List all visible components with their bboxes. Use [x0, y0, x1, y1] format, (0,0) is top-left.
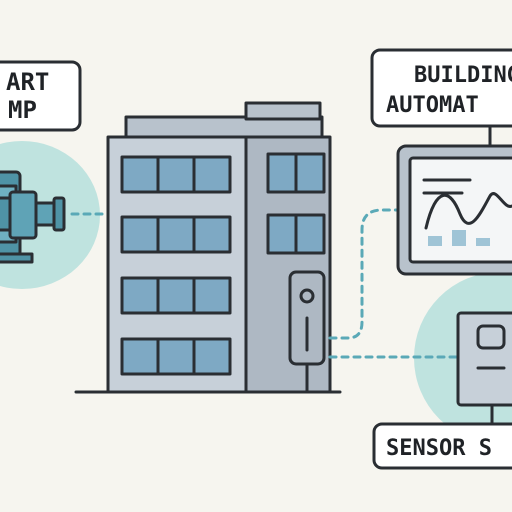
control-panel-icon	[288, 270, 326, 394]
sensor-icon	[456, 311, 512, 426]
building-automation-label: BUILDING AUTOMAT	[370, 48, 512, 150]
smart-pump-label-line2: MP	[8, 96, 37, 124]
monitor-icon	[396, 144, 512, 276]
monitor-connector-line	[328, 208, 400, 340]
smart-pump-label: ART MP	[0, 60, 82, 132]
building-automation-label-line2: AUTOMAT	[386, 93, 479, 118]
pump-icon	[0, 170, 66, 264]
smart-pump-label-line1: ART	[6, 68, 49, 96]
office-building-icon	[74, 101, 342, 394]
building-windows-front	[120, 155, 232, 376]
building-automation-label-line1: BUILDING	[414, 63, 512, 88]
building-windows-side	[266, 152, 326, 255]
sensor-label: SENSOR S	[372, 422, 512, 470]
sensor-label-text: SENSOR S	[386, 436, 492, 461]
